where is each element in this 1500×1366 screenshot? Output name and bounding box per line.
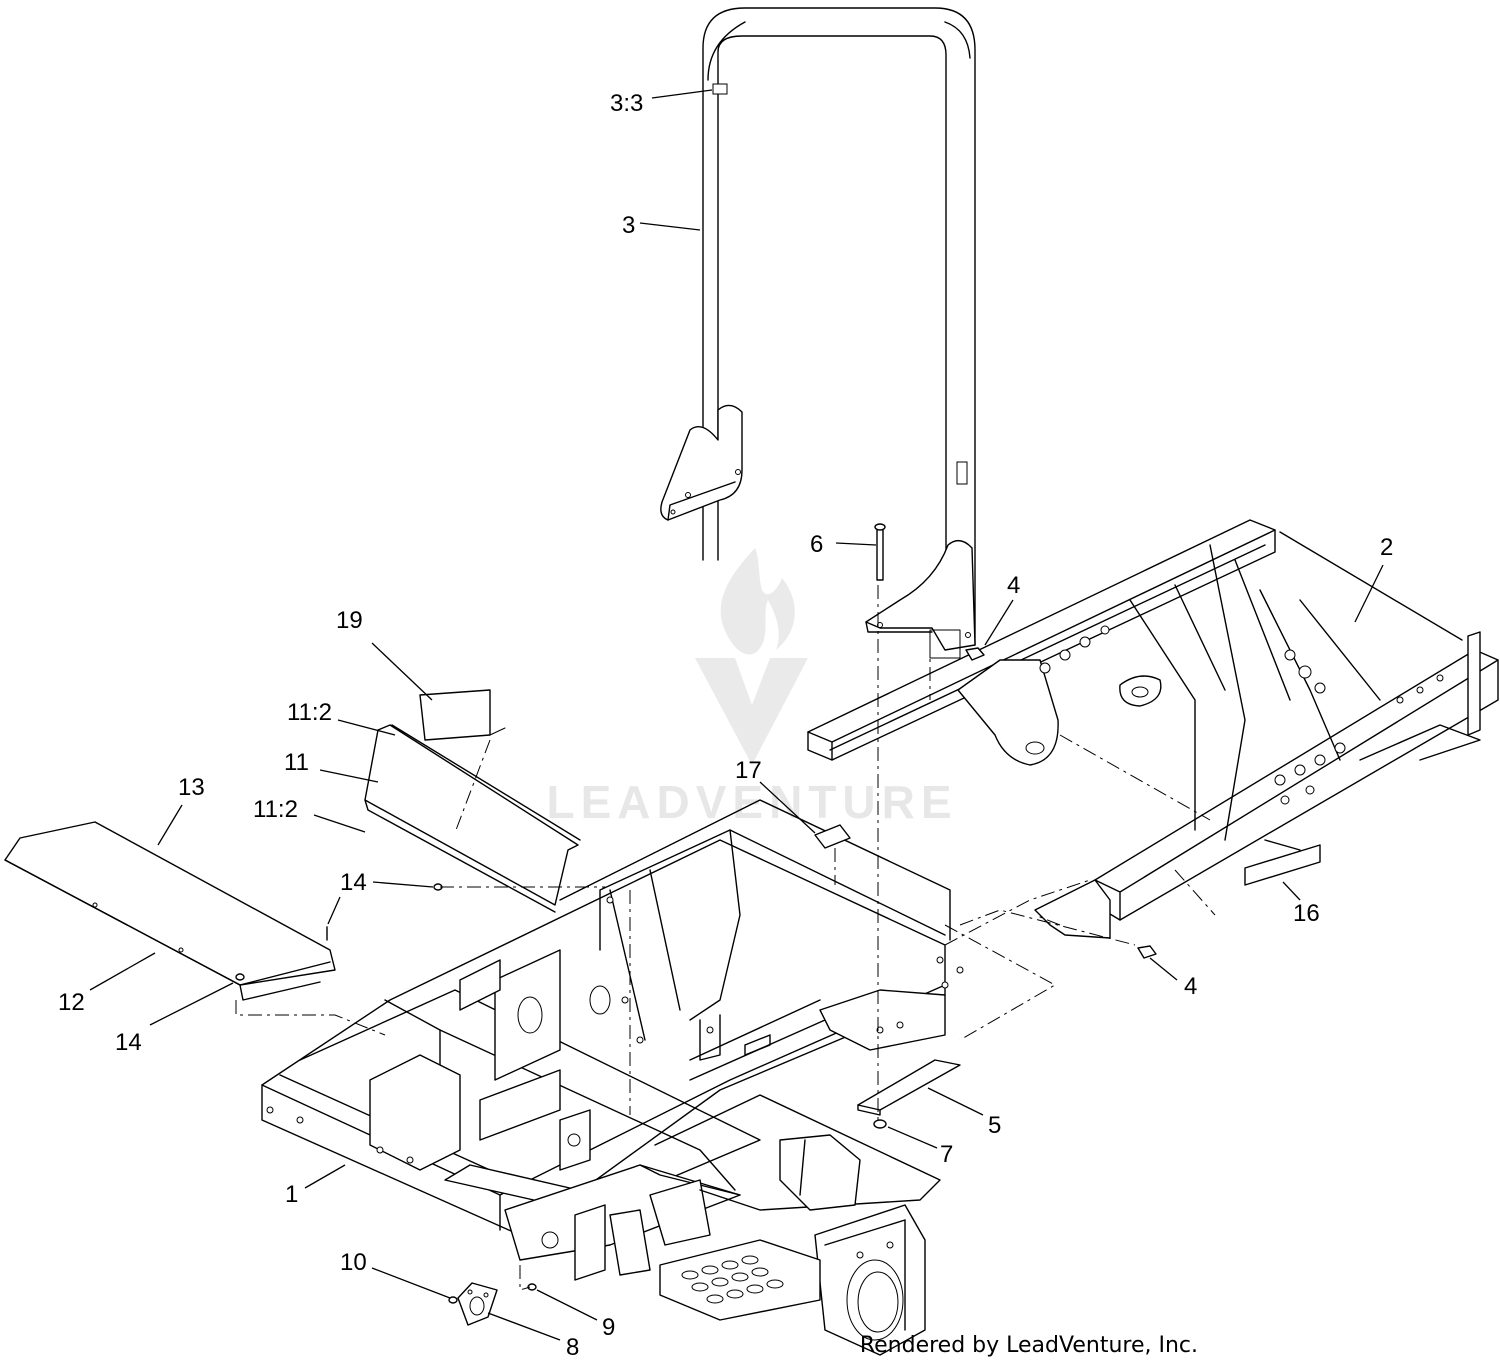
callout-11-2-bottom: 11:2 (253, 796, 298, 823)
watermark-flame-icon (720, 548, 795, 655)
part-14-fasteners (235, 883, 443, 981)
part-3-rops-bar (660, 7, 976, 659)
step-plate-holes (681, 1255, 784, 1304)
callout-13: 13 (178, 774, 205, 801)
part-10-nut (448, 1296, 458, 1304)
part-13-floor-pan (4, 821, 336, 1001)
part-16-label (1244, 844, 1321, 886)
rendered-by-credit: Rendered by LeadVenture, Inc. (860, 1333, 1198, 1358)
part-17-label (814, 824, 851, 849)
callout-2: 2 (1380, 534, 1393, 561)
part-6-bolt (874, 523, 886, 581)
watermark-text: LEADVENTURE (546, 776, 957, 828)
callout-4-bolt-front: 4 (1184, 973, 1197, 1000)
leader-lines (89, 89, 1384, 1341)
callout-17: 17 (735, 757, 762, 784)
part-5-plate (857, 1059, 961, 1116)
callout-11-2-top: 11:2 (287, 699, 332, 726)
callout-3: 3 (622, 212, 635, 239)
watermark-v-icon (695, 658, 808, 765)
callout-5: 5 (988, 1112, 1001, 1139)
part-2-rear-frame (807, 519, 1499, 939)
part-19-decal (419, 689, 506, 741)
callout-10: 10 (340, 1249, 367, 1276)
callout-14-top: 14 (340, 869, 367, 896)
callout-19: 19 (336, 607, 363, 634)
callout-1: 1 (285, 1181, 298, 1208)
part-8-plate (457, 1282, 498, 1326)
assembly-lines (235, 585, 1216, 1291)
callout-6: 6 (810, 531, 823, 558)
part-11-shield (364, 724, 581, 913)
part-4-bolts (965, 647, 1157, 959)
callout-12: 12 (58, 989, 85, 1016)
callout-11: 11 (284, 749, 309, 776)
callout-9: 9 (602, 1314, 615, 1341)
callout-4-bolt-rear: 4 (1007, 572, 1020, 599)
callout-labels: 3:3 3 6 4 2 19 11:2 11 11:2 13 17 14 12 … (58, 90, 1393, 1361)
watermark: LEADVENTURE (546, 548, 957, 828)
rear-frame-holes (1039, 625, 1444, 805)
part-9-screw (527, 1283, 537, 1291)
part-7-nut (873, 1119, 887, 1129)
callout-8: 8 (566, 1334, 579, 1361)
callout-14-bottom: 14 (115, 1029, 142, 1056)
callout-3-3: 3:3 (610, 90, 643, 117)
callout-7: 7 (940, 1141, 953, 1168)
part-1-main-frame (261, 799, 964, 1356)
callout-16: 16 (1293, 900, 1320, 927)
